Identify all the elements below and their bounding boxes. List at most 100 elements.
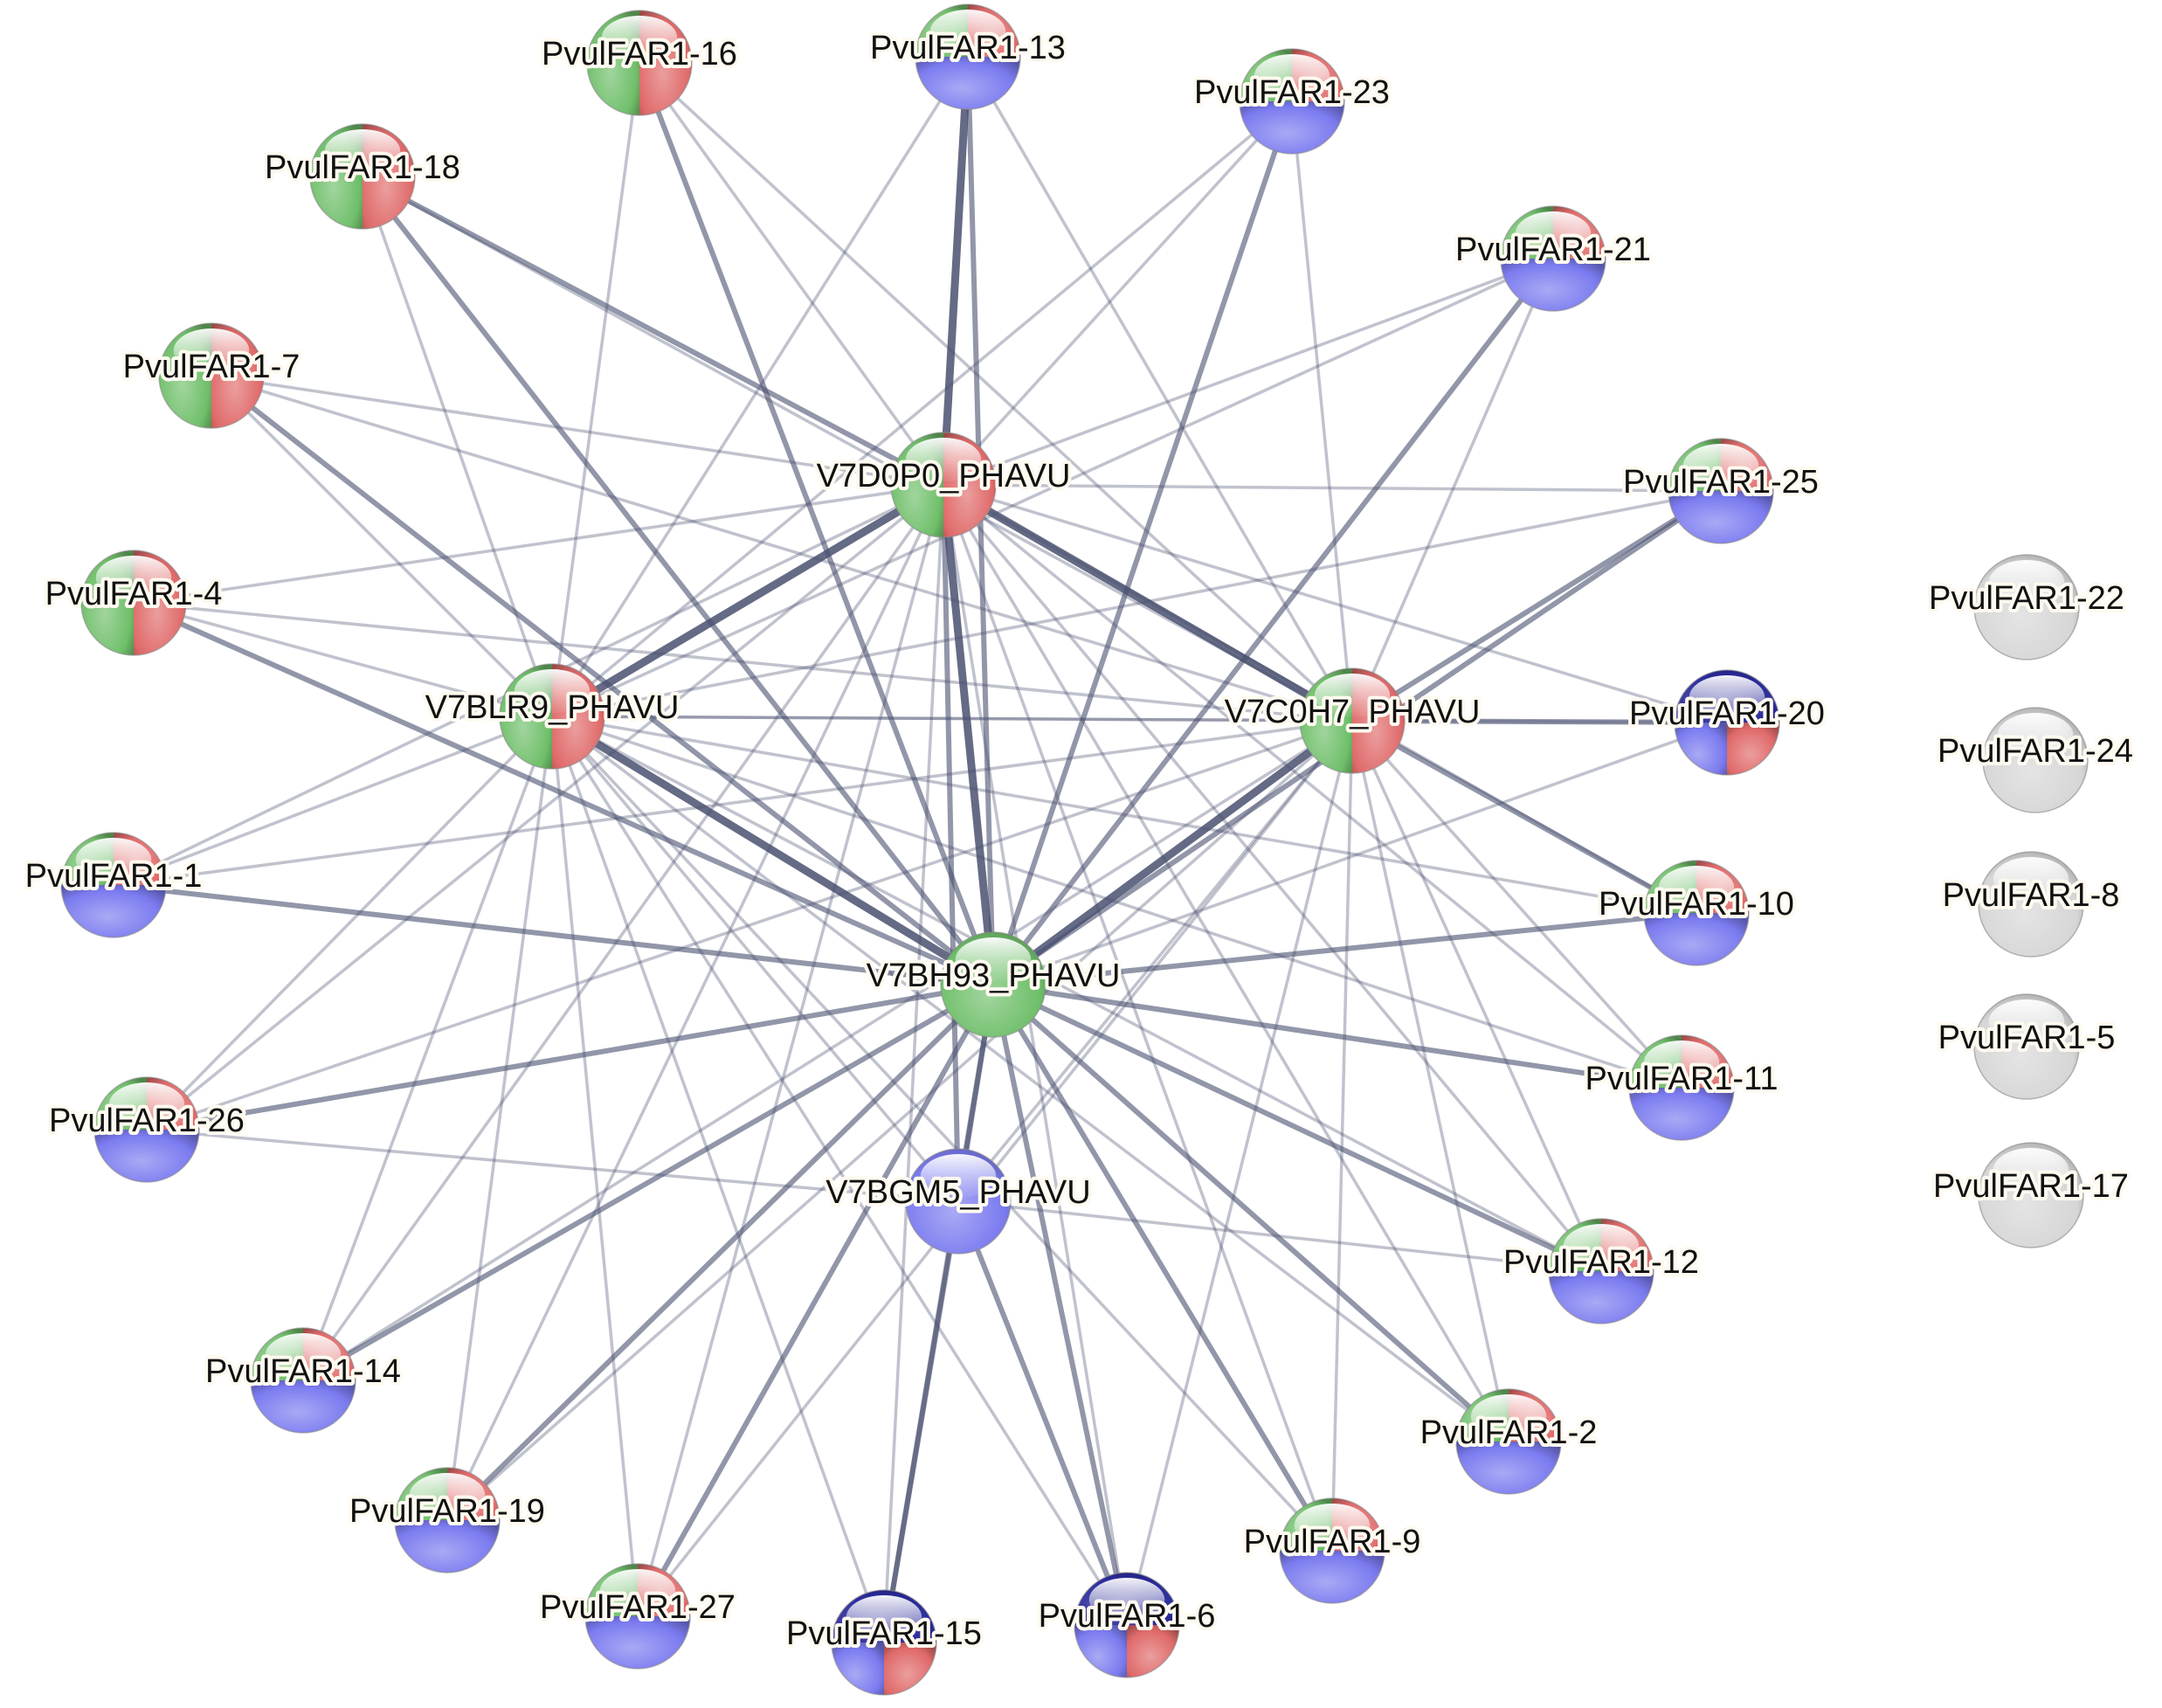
- edge-pvulfar1-12--v7bh93-phavu: [991, 982, 1604, 1274]
- node-color-segment: [395, 1520, 500, 1573]
- edge-v7blr9-phavu--v7c0h7-phavu: [550, 715, 1354, 723]
- node-label: PvulFAR1-14: [205, 1353, 401, 1390]
- node-label: PvulFAR1-7: [123, 349, 300, 385]
- edge-pvulfar1-25--v7d0p0-phavu: [942, 483, 1723, 493]
- node-v7blr9-phavu[interactable]: V7BLR9_PHAVU: [422, 663, 682, 770]
- node-pvulfar1-25[interactable]: PvulFAR1-25: [1620, 438, 1822, 544]
- node-v7bgm5-phavu[interactable]: V7BGM5_PHAVU: [822, 1148, 1095, 1255]
- node-pvulfar1-8[interactable]: PvulFAR1-8: [1939, 851, 2123, 958]
- node-label: PvulFAR1-9: [1244, 1524, 1421, 1560]
- node-pvulfar1-24[interactable]: PvulFAR1-24: [1934, 707, 2137, 813]
- node-gloss: [1682, 444, 1759, 488]
- node-color-segment: [94, 1130, 199, 1182]
- node-outline: [940, 931, 1046, 1038]
- edge-pvulfar1-19--v7bh93-phavu: [445, 982, 996, 1523]
- edge-pvulfar1-11--v7d0p0-phavu: [942, 483, 1683, 1089]
- node-gloss: [1988, 999, 2065, 1044]
- node-label: V7BLR9_PHAVU: [425, 689, 680, 726]
- node-pvulfar1-10[interactable]: PvulFAR1-10: [1595, 860, 1798, 966]
- node-outline: [1978, 1142, 2084, 1248]
- node-pvulfar1-15[interactable]: PvulFAR1-15: [783, 1589, 985, 1696]
- edge-pvulfar1-14--v7d0p0-phavu: [301, 483, 945, 1382]
- node-pvulfar1-21[interactable]: PvulFAR1-21: [1452, 205, 1654, 312]
- edge-pvulfar1-1--v7bh93-phavu: [111, 882, 996, 987]
- node-label: PvulFAR1-26: [49, 1103, 245, 1139]
- node-label: PvulFAR1-23: [1194, 74, 1390, 111]
- node-outline: [1074, 1572, 1180, 1678]
- node-label: PvulFAR1-25: [1623, 464, 1819, 501]
- node-outline: [1299, 667, 1406, 774]
- node-pvulfar1-16[interactable]: PvulFAR1-16: [538, 10, 741, 116]
- node-color-segment: [884, 1642, 936, 1695]
- node-v7d0p0-phavu[interactable]: V7D0P0_PHAVU: [813, 432, 1074, 538]
- node-outline: [309, 123, 416, 230]
- edge-pvulfar1-27--v7bh93-phavu: [635, 982, 996, 1619]
- edge-pvulfar1-23--v7d0p0-phavu: [942, 100, 1294, 487]
- node-pvulfar1-22[interactable]: PvulFAR1-22: [1925, 554, 2128, 660]
- edge-pvulfar1-4--v7c0h7-phavu: [132, 601, 1354, 723]
- edge-pvulfar1-2--v7blr9-phavu: [550, 715, 1510, 1443]
- edge-pvulfar1-14--v7c0h7-phavu: [301, 719, 1354, 1382]
- edge-pvulfar1-6--v7c0h7-phavu: [1125, 719, 1354, 1627]
- node-outline: [1279, 1497, 1385, 1604]
- node-outline: [586, 10, 693, 116]
- edge-pvulfar1-21--v7bh93-phavu: [991, 256, 1556, 987]
- node-pvulfar1-11[interactable]: PvulFAR1-11: [1581, 1034, 1782, 1141]
- node-gloss: [324, 129, 401, 174]
- node-label: PvulFAR1-13: [870, 30, 1066, 66]
- node-outline: [1674, 669, 1780, 776]
- edge-pvulfar1-4--v7bh93-phavu: [131, 600, 996, 987]
- node-outline: [158, 322, 265, 429]
- edge-pvulfar1-26--v7blr9-phavu: [145, 715, 554, 1131]
- node-color-segment: [832, 1642, 884, 1695]
- node-color-segment: [1675, 723, 1727, 775]
- node-outline: [1548, 1218, 1654, 1324]
- node-pvulfar1-6[interactable]: PvulFAR1-6: [1035, 1572, 1219, 1678]
- node-pvulfar1-9[interactable]: PvulFAR1-9: [1240, 1497, 1424, 1604]
- node-pvulfar1-20[interactable]: PvulFAR1-20: [1626, 669, 1828, 776]
- node-pvulfar1-5[interactable]: PvulFAR1-5: [1935, 993, 2118, 1100]
- edge-pvulfar1-27--v7blr9-phavu: [550, 715, 639, 1618]
- node-outline: [584, 1563, 691, 1670]
- node-gloss: [601, 16, 678, 60]
- edge-pvulfar1-15--v7d0p0-phavu: [882, 483, 945, 1644]
- node-color-segment: [585, 1616, 690, 1669]
- node-pvulfar1-26[interactable]: PvulFAR1-26: [45, 1076, 248, 1183]
- edge-pvulfar1-21--v7blr9-phavu: [550, 257, 1555, 718]
- node-pvulfar1-27[interactable]: PvulFAR1-27: [536, 1563, 739, 1670]
- node-gloss: [1658, 866, 1735, 910]
- node-gloss: [409, 1473, 486, 1518]
- node-pvulfar1-1[interactable]: PvulFAR1-1: [22, 832, 205, 938]
- node-color-segment: [1280, 1551, 1385, 1603]
- node-outline: [1455, 1388, 1562, 1495]
- node-gloss: [1563, 1224, 1640, 1269]
- node-v7bh93-phavu[interactable]: V7BH93_PHAVU: [863, 931, 1123, 1038]
- node-layer: V7D0P0_PHAVU V7BLR9_PHAVU V7C0H7_PHAVU V7BH…: [22, 3, 2137, 1696]
- node-gloss: [1643, 1041, 1720, 1085]
- node-pvulfar1-19[interactable]: PvulFAR1-19: [346, 1467, 549, 1573]
- edge-pvulfar1-12--v7d0p0-phavu: [942, 483, 1603, 1273]
- node-pvulfar1-7[interactable]: PvulFAR1-7: [120, 322, 303, 429]
- node-color-segment: [1727, 723, 1779, 775]
- node-pvulfar1-4[interactable]: PvulFAR1-4: [42, 550, 225, 656]
- edge-pvulfar1-14--v7bh93-phavu: [300, 982, 996, 1383]
- node-gloss: [920, 1154, 997, 1199]
- edge-pvulfar1-20--v7blr9-phavu: [550, 715, 1729, 724]
- node-pvulfar1-18[interactable]: PvulFAR1-18: [261, 123, 464, 230]
- node-pvulfar1-14[interactable]: PvulFAR1-14: [202, 1327, 404, 1434]
- node-gloss: [95, 556, 172, 600]
- node-outline: [1973, 554, 2080, 660]
- node-color-segment: [1501, 259, 1606, 311]
- node-pvulfar1-12[interactable]: PvulFAR1-12: [1500, 1218, 1703, 1324]
- node-color-segment: [1127, 1625, 1179, 1677]
- node-outline: [250, 1327, 356, 1434]
- node-pvulfar1-2[interactable]: PvulFAR1-2: [1417, 1388, 1600, 1495]
- node-pvulfar1-13[interactable]: PvulFAR1-13: [867, 3, 1069, 110]
- node-pvulfar1-23[interactable]: PvulFAR1-23: [1191, 48, 1393, 155]
- node-v7c0h7-phavu[interactable]: V7C0H7_PHAVU: [1221, 667, 1483, 774]
- node-outline: [1628, 1034, 1735, 1141]
- node-pvulfar1-17[interactable]: PvulFAR1-17: [1930, 1142, 2132, 1248]
- node-gloss: [1993, 1148, 2069, 1193]
- edge-layer: [111, 52, 1730, 1645]
